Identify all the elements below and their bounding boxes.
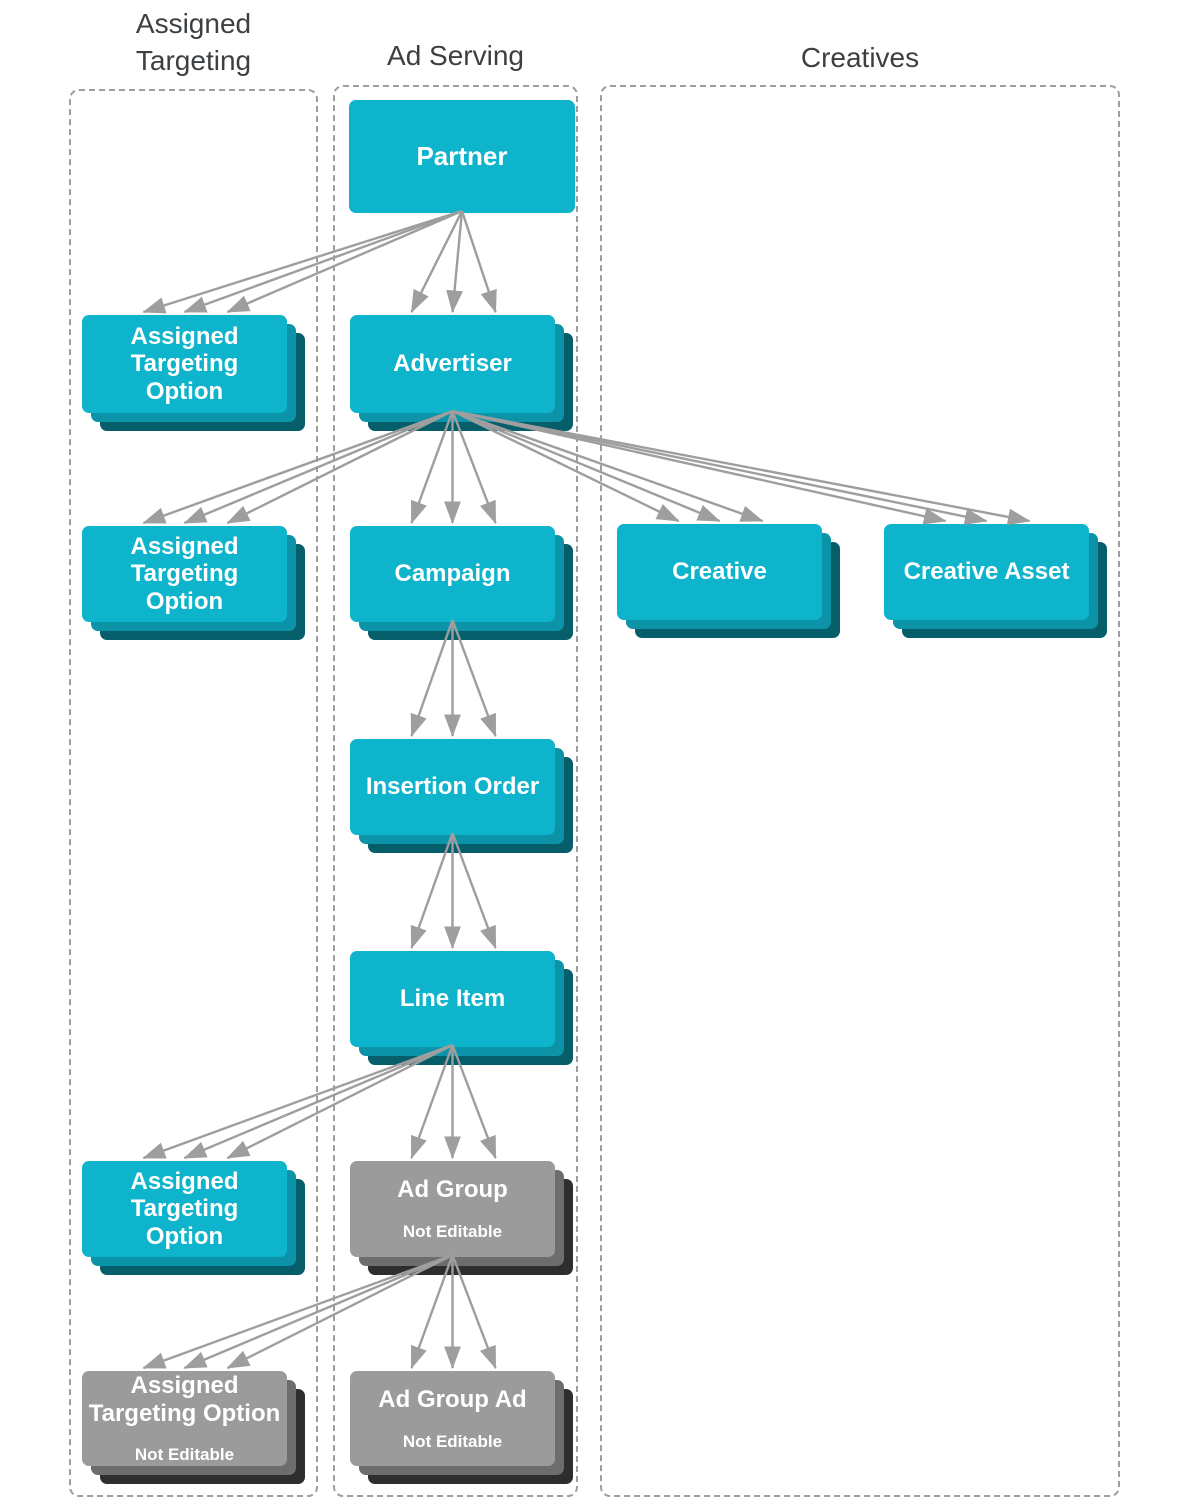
node-label: Ad Group Ad <box>378 1385 527 1413</box>
node-line-item: Line Item <box>350 951 573 1065</box>
node-ad-group: Ad Group Not Editable <box>350 1161 573 1275</box>
node-label: Creative <box>672 558 767 586</box>
node-creative: Creative <box>617 524 840 638</box>
node-partner: Partner <box>349 100 575 213</box>
node-label: Assigned Targeting Option <box>88 1372 281 1427</box>
node-sublabel: Not Editable <box>402 1431 503 1451</box>
node-label: Insertion Order <box>365 773 540 801</box>
column-assigned-targeting <box>69 89 318 1497</box>
node-label: Assigned Targeting Option <box>130 532 239 615</box>
node-sublabel: Not Editable <box>402 1222 503 1242</box>
node-label: Ad Group <box>397 1176 508 1204</box>
node-sublabel: Not Editable <box>134 1445 235 1465</box>
node-label: Creative Asset <box>903 558 1070 586</box>
column-creatives <box>600 85 1120 1497</box>
node-creative-asset: Creative Asset <box>884 524 1107 638</box>
node-label: Campaign <box>394 560 511 588</box>
node-ad-group-ad: Ad Group Ad Not Editable <box>350 1371 573 1484</box>
node-assigned-targeting-option-advertiser: Assigned Targeting Option <box>82 526 305 640</box>
node-assigned-targeting-option-line-item: Assigned Targeting Option <box>82 1161 305 1275</box>
column-header-assigned-targeting: Assigned Targeting <box>135 8 252 76</box>
node-advertiser: Advertiser <box>350 315 573 431</box>
node-label: Advertiser <box>393 350 512 378</box>
column-header-ad-serving: Ad Serving <box>387 40 524 71</box>
node-label: Assigned Targeting Option <box>130 322 239 405</box>
column-header-creatives: Creatives <box>800 42 920 73</box>
node-assigned-targeting-option-ad-group: Assigned Targeting Option Not Editable <box>82 1371 305 1484</box>
node-campaign: Campaign <box>350 526 573 640</box>
node-label: Partner <box>416 140 508 171</box>
node-assigned-targeting-option-partner: Assigned Targeting Option <box>82 315 305 431</box>
column-ad-serving <box>333 85 578 1497</box>
node-label: Line Item <box>399 985 506 1013</box>
node-insertion-order: Insertion Order <box>350 739 573 853</box>
node-label: Assigned Targeting Option <box>130 1167 239 1250</box>
